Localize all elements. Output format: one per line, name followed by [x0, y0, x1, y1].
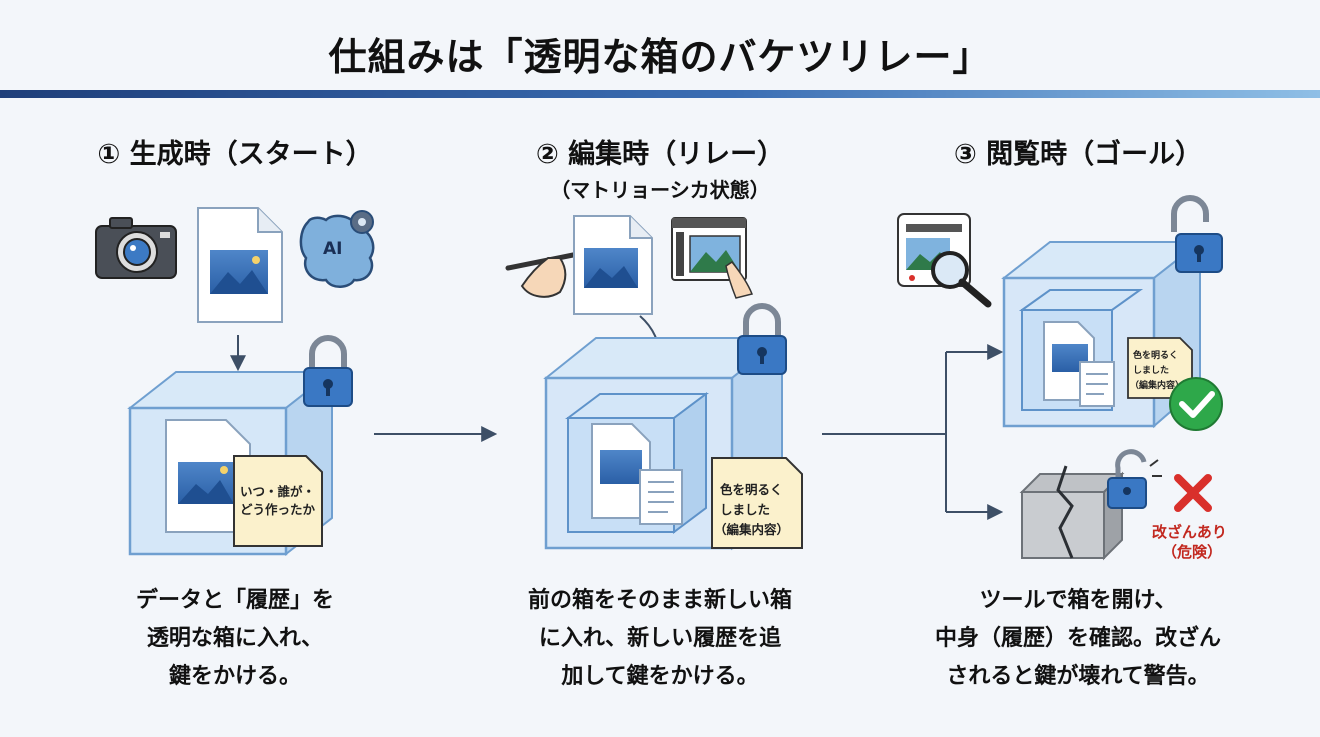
- image-document-icon: [573, 215, 653, 315]
- transparent-box-inner-step3: [1018, 289, 1144, 411]
- step2-subheading: （マトリョーシカ状態）: [550, 178, 770, 202]
- note-text-step1: いつ・誰が・ どう作ったか: [240, 484, 319, 517]
- lock-icon: [303, 335, 353, 407]
- note2-line2: しました: [720, 502, 770, 517]
- note1-line1: いつ・誰が・: [240, 484, 315, 499]
- step2-caption: 前の箱をそのまま新しい箱 に入れ、新しい履歴を追 加して鍵をかける。: [527, 588, 792, 689]
- step3-caption: ツールで箱を開け、 中身（履歴）を確認。改ざん されると鍵が壊れて警告。: [934, 588, 1221, 689]
- diagram-title: 仕組みは「透明な箱のバケツリレー」: [328, 35, 992, 79]
- tamper-line2: （危険）: [1162, 543, 1222, 561]
- lock-icon: [737, 303, 787, 375]
- image-document-icon: [197, 207, 283, 323]
- ai-brain-icon: AI: [299, 210, 375, 288]
- branch-arrow: [822, 344, 1004, 520]
- camera-icon: [95, 217, 177, 279]
- step2-heading: ② 編集時（リレー）: [535, 139, 785, 170]
- open-lock-icon: [1171, 195, 1223, 273]
- ai-chip-label: AI: [323, 239, 342, 259]
- viewer-search-icon: [897, 213, 992, 308]
- step1-heading: ① 生成時（スタート）: [97, 139, 373, 170]
- note2-line1: 色を明るく: [720, 482, 783, 497]
- step3-heading: ③ 閲覧時（ゴール）: [953, 139, 1203, 170]
- pen-hand-icon: [505, 251, 581, 298]
- tamper-line1: 改ざんあり: [1152, 523, 1227, 541]
- broken-lock-icon: [1107, 449, 1162, 509]
- history-note-step3: 色を明るく しました （編集内容）: [1127, 337, 1193, 399]
- note-text-step2: 色を明るく しました （編集内容）: [714, 482, 789, 537]
- cross-icon: [1174, 474, 1212, 512]
- tamper-warning-label: 改ざんあり （危険）: [1152, 523, 1232, 561]
- title-underline: [0, 90, 1320, 98]
- note3-line1: 色を明るく: [1133, 349, 1178, 361]
- history-note-step2: 色を明るく しました （編集内容）: [711, 457, 803, 549]
- image-editor-icon: [671, 217, 754, 299]
- note3-line3: （編集内容）: [1130, 379, 1184, 391]
- step1-caption: データと「履歴」を 透明な箱に入れ、 鍵をかける。: [135, 588, 334, 689]
- history-note-step1: いつ・誰が・ どう作ったか: [233, 455, 323, 547]
- note2-line3: （編集内容）: [714, 522, 789, 537]
- broken-box-icon: [1019, 465, 1125, 561]
- note3-line2: しました: [1133, 365, 1169, 376]
- check-icon: [1169, 377, 1223, 431]
- note1-line2: どう作ったか: [240, 502, 316, 517]
- note-text-step3: 色を明るく しました （編集内容）: [1130, 349, 1184, 391]
- transparent-box-inner-step2: [565, 392, 709, 534]
